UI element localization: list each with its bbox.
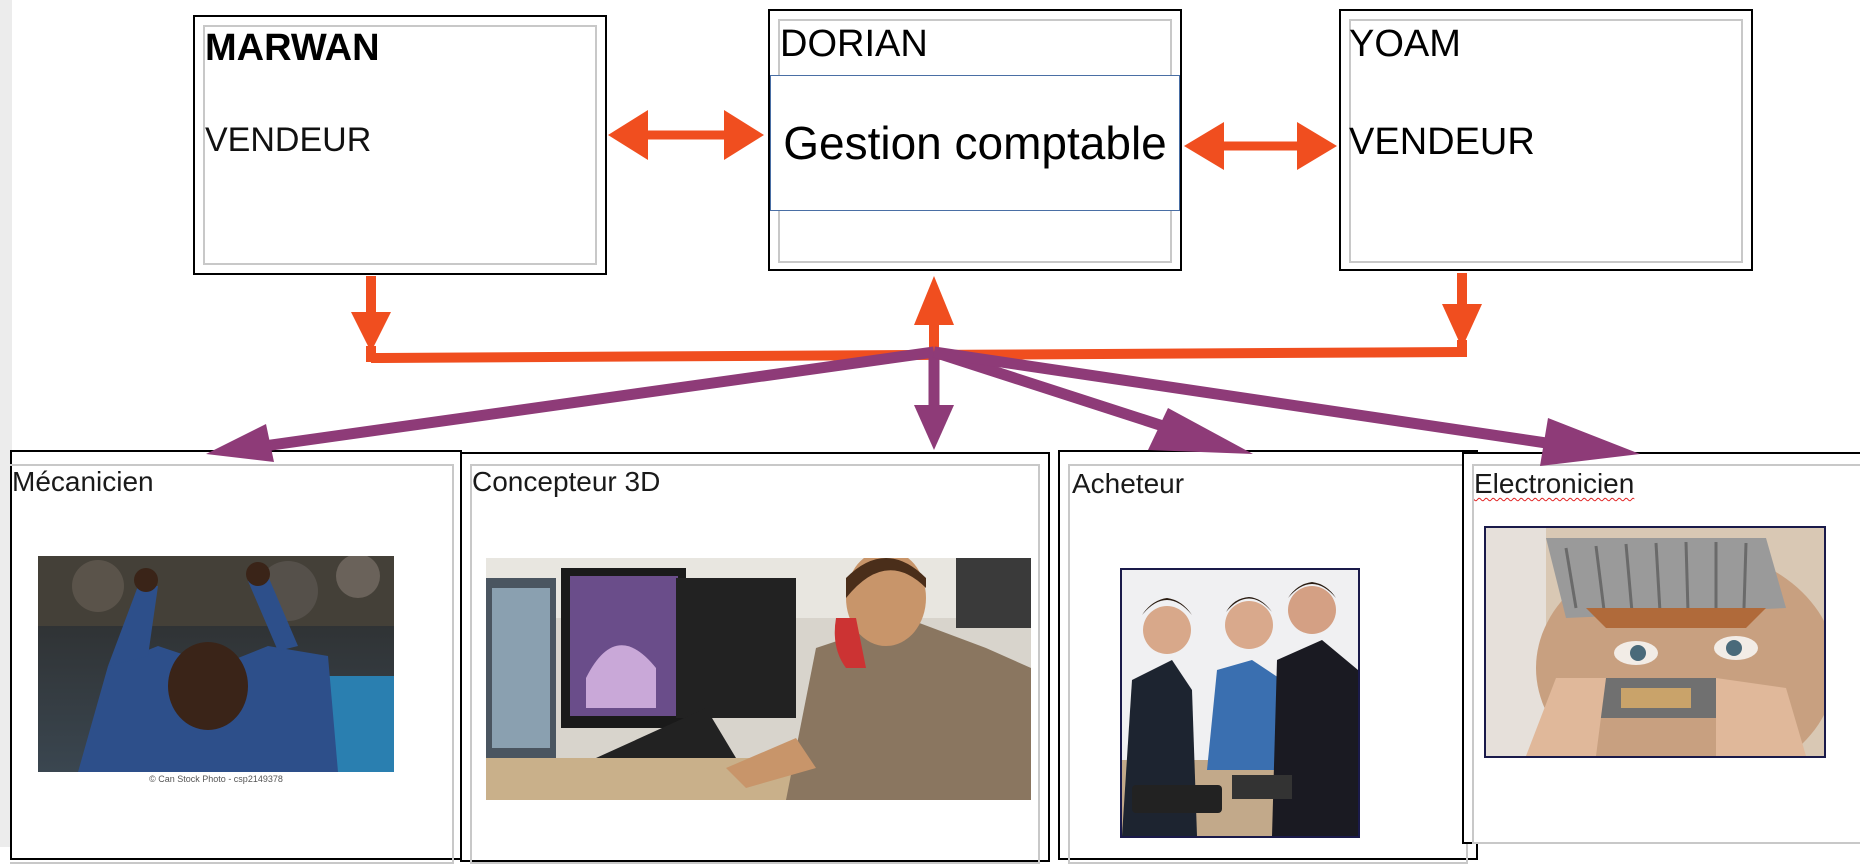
acheteur-label: Acheteur [1072, 468, 1185, 499]
purple-line-to-acheteur [932, 346, 1202, 444]
mecanicien-box: Mécanicien © Can Stock Photo - csp214937… [10, 450, 462, 864]
dorian-box: DORIAN Gestion comptable [768, 9, 1182, 271]
purple-arrowhead-electronicien [1540, 418, 1640, 466]
dorian-yoam-arrowhead-right [1297, 122, 1337, 170]
mecanicien-label: Mécanicien [12, 466, 154, 497]
purple-connectors [206, 346, 1640, 466]
purple-arrowhead-concepteur [914, 405, 954, 450]
mecanicien-photo-caption: © Can Stock Photo - csp2149378 [149, 774, 283, 784]
yoam-role: VENDEUR [1349, 121, 1535, 163]
marwan-down-arrowhead [351, 312, 391, 352]
concepteur-box: Concepteur 3D [460, 452, 1050, 864]
electronicien-box: Electronicien [1462, 452, 1860, 844]
dorian-role-textbox: Gestion comptable [770, 75, 1180, 211]
dorian-yoam-arrowhead-left [1184, 122, 1224, 170]
acheteur-box: Acheteur [1058, 450, 1478, 864]
marwan-inner-frame [203, 25, 597, 265]
marwan-dorian-arrowhead-left [608, 110, 648, 160]
mecanicien-photo [38, 556, 394, 772]
yoam-down-arrowhead [1442, 304, 1482, 348]
electronicien-label: Electronicien [1474, 468, 1635, 499]
marwan-box: MARWAN VENDEUR [193, 15, 607, 275]
electronicien-inner-frame [1472, 464, 1860, 844]
purple-arrowhead-mecanicien [206, 424, 274, 462]
left-margin-strip [0, 0, 12, 847]
purple-arrowhead-acheteur [1148, 408, 1253, 454]
dorian-name: DORIAN [780, 23, 928, 65]
acheteur-photo [1120, 568, 1360, 838]
orange-connectors [351, 110, 1482, 363]
marwan-dorian-arrowhead-right [724, 110, 764, 160]
purple-line-to-mecanicien [249, 346, 935, 454]
dorian-up-arrowhead [914, 276, 954, 325]
electronicien-photo [1484, 526, 1826, 758]
marwan-role: VENDEUR [205, 121, 372, 159]
yoam-name: YOAM [1349, 23, 1461, 65]
marwan-name: MARWAN [205, 27, 380, 69]
concepteur-photo [486, 558, 1031, 800]
purple-line-to-electronicien [933, 346, 1581, 454]
yoam-box: YOAM VENDEUR [1339, 9, 1753, 271]
yoam-inner-frame [1349, 19, 1743, 263]
concepteur-label: Concepteur 3D [472, 466, 661, 497]
